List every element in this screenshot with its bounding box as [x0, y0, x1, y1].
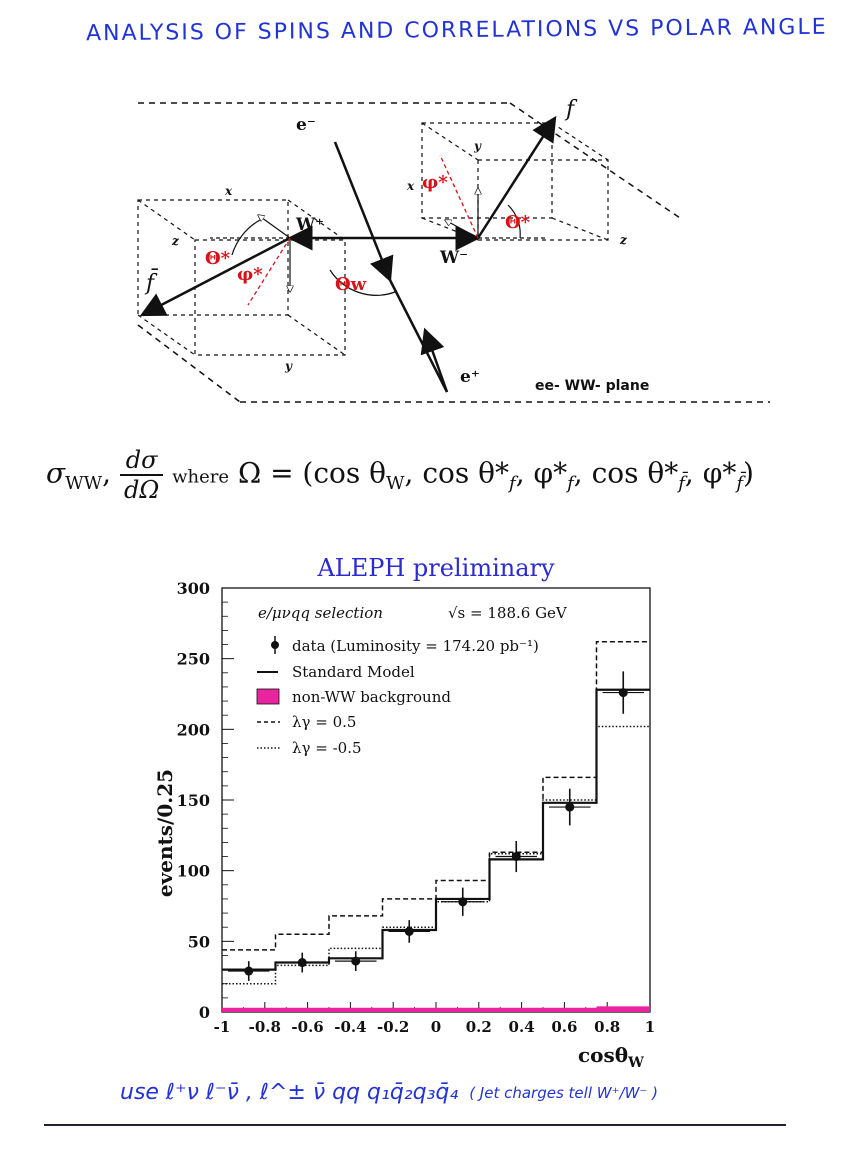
legend-item-data: data (Luminosity = 174.20 pb⁻¹)	[271, 636, 539, 655]
label-w-plus: W⁺	[295, 215, 324, 235]
y-tick-label: 250	[177, 650, 210, 669]
underline	[44, 1124, 786, 1126]
axis-ticks: -1 -0.8 -0.6 -0.4 -0.2 0 0.2 0.4 0.6 0.8 1 0 50 100 15…	[177, 579, 656, 1036]
label-theta-w: Θw	[335, 274, 367, 295]
positron-line	[420, 327, 449, 393]
data-point	[458, 897, 468, 907]
x-tick-label: 0.4	[509, 1018, 535, 1036]
x-tick-label: 0	[431, 1018, 441, 1036]
label-theta-star-right: Θ*	[505, 212, 531, 233]
y-tick-label: 50	[188, 932, 210, 951]
data-points	[228, 671, 644, 981]
f-line	[476, 115, 557, 239]
data-point	[244, 966, 254, 976]
svg-text:non-WW background: non-WW background	[292, 688, 451, 706]
x-tick-label: -0.4	[334, 1018, 366, 1036]
label-x-right: x	[406, 179, 415, 193]
legend: e/μνqq selection √s = 188.6 GeV data (Lu…	[256, 604, 568, 757]
label-z-left: z	[171, 234, 180, 248]
x-tick-label: 0.8	[594, 1018, 620, 1036]
red-angle-lines	[247, 154, 479, 306]
data-point	[511, 852, 521, 862]
data-point	[404, 926, 414, 936]
svg-text:Standard Model: Standard Model	[292, 663, 415, 681]
lambda-neg-line	[222, 725, 650, 985]
frame-axes	[210, 188, 548, 296]
y-tick-label: 100	[177, 862, 210, 881]
energy-label: √s = 188.6 GeV	[448, 604, 568, 622]
svg-text:λγ = 0.5: λγ = 0.5	[292, 713, 356, 731]
aleph-histogram: ALEPH preliminary events/0.25 cosθW -1 -0…	[153, 554, 656, 1068]
background-bar	[222, 1007, 276, 1012]
non-ww-background-bars	[222, 1006, 650, 1012]
left-frame-box	[137, 199, 346, 356]
legend-item-lambda-neg: λγ = -0.5	[257, 739, 362, 757]
y-tick-label: 200	[177, 720, 210, 739]
data-point	[618, 688, 628, 698]
channel-list: use ℓ⁺ν ℓ⁻ν̄ , ℓ^± ν̄ qq q₁q̄₂q₃q̄₄	[120, 1080, 459, 1105]
x-tick-label: -0.6	[291, 1018, 323, 1036]
x-tick-label: -1	[214, 1018, 231, 1036]
background-bar	[489, 1007, 543, 1012]
legend-item-standard-model: Standard Model	[257, 663, 415, 681]
chart-title: ALEPH preliminary	[316, 554, 555, 582]
x-axis-label: cosθW	[578, 1043, 644, 1068]
x-axis-label-sub: W	[627, 1055, 644, 1068]
x-tick-label: 0.2	[466, 1018, 492, 1036]
ww-decay-diagram: e⁻ e⁺ W⁺ W⁻ f f̄ x z y x y z Θw Θ* φ* Θ*…	[137, 97, 770, 403]
handwritten-note: use ℓ⁺ν ℓ⁻ν̄ , ℓ^± ν̄ qq q₁q̄₂q₃q̄₄ ( Je…	[120, 1080, 658, 1105]
lambda-pos-line	[222, 640, 650, 951]
x-tick-label: 0.6	[551, 1018, 577, 1036]
data-point	[351, 956, 361, 966]
cross-section-formula: σWW, dσ dΩ where Ω = (cos θW, cos θ*f, φ…	[46, 446, 754, 504]
y-tick-label: 150	[177, 791, 210, 810]
label-z-right: z	[619, 233, 628, 247]
differential-fraction: dσ dΩ	[119, 446, 164, 504]
data-point	[565, 802, 575, 812]
particle-lines	[139, 115, 557, 393]
background-bar	[275, 1007, 329, 1012]
label-y-right: y	[473, 139, 482, 153]
label-theta-star-left: Θ*	[205, 248, 231, 269]
background-bar	[329, 1007, 383, 1012]
data-point	[297, 958, 307, 968]
y-tick-label: 300	[177, 579, 210, 598]
svg-text:λγ = -0.5: λγ = -0.5	[292, 739, 362, 757]
background-bar	[543, 1007, 597, 1012]
label-phi-star-left: φ*	[237, 264, 263, 285]
label-e-minus: e⁻	[296, 115, 316, 135]
label-y-left: y	[284, 359, 293, 373]
x-tick-label: 1	[645, 1018, 655, 1036]
legend-item-lambda-pos: λγ = 0.5	[257, 713, 356, 731]
background-bar	[436, 1007, 490, 1012]
y-axis-label: events/0.25	[153, 769, 177, 897]
x-tick-label: -0.8	[249, 1018, 281, 1036]
electron-line	[333, 141, 394, 283]
label-w-minus: W⁻	[439, 248, 468, 268]
y-tick-label: 0	[199, 1003, 210, 1022]
label-e-plus: e⁺	[460, 367, 480, 387]
label-f: f	[564, 97, 578, 122]
svg-text:data (Luminosity = 174.20 pb⁻¹: data (Luminosity = 174.20 pb⁻¹)	[292, 637, 539, 655]
page-heading: ANALYSIS OF SPINS AND CORRELATIONS VS PO…	[85, 14, 828, 47]
label-x-left: x	[224, 184, 233, 198]
jet-charge-note: ( Jet charges tell W⁺/W⁻ )	[469, 1083, 658, 1102]
x-tick-label: -0.2	[377, 1018, 409, 1036]
background-bar	[596, 1006, 650, 1012]
label-fbar: f̄	[144, 268, 159, 296]
selection-label: e/μνqq selection	[258, 604, 383, 622]
legend-item-background: non-WW background	[256, 688, 451, 706]
fbar-line	[139, 236, 291, 317]
background-bar	[382, 1007, 436, 1012]
label-plane: ee- WW- plane	[535, 378, 649, 394]
label-phi-star-right: φ*	[422, 172, 448, 193]
